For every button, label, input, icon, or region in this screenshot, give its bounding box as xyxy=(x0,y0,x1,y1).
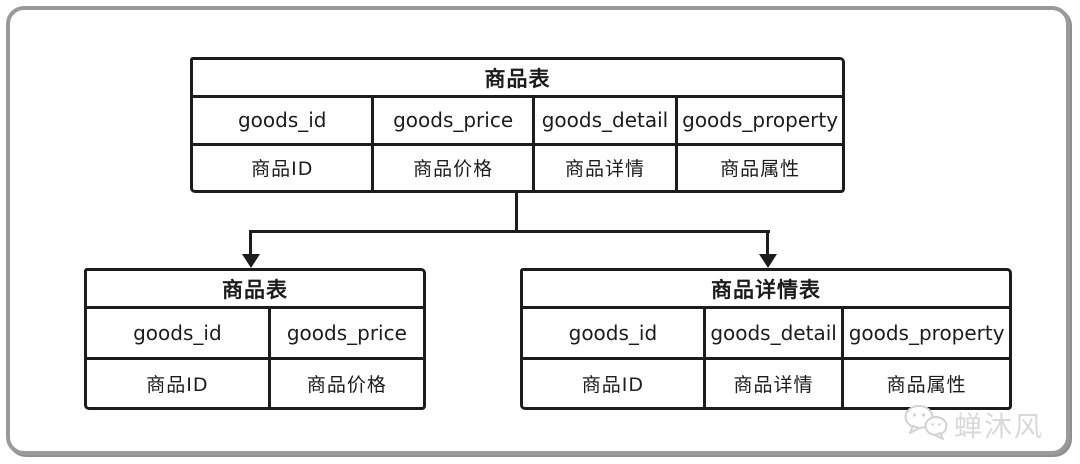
field-cell: goods_property xyxy=(841,309,1009,357)
left-goods-table: 商品表 goods_id goods_price 商品ID 商品价格 xyxy=(84,268,426,410)
label-cell: 商品详情 xyxy=(702,359,842,407)
table-label-row: 商品ID 商品详情 商品属性 xyxy=(523,356,1009,407)
label-cell: 商品ID xyxy=(146,373,209,396)
field-cell: goods_price xyxy=(371,98,531,143)
arrowhead-left-icon xyxy=(242,254,260,268)
field-cell: goods_detail xyxy=(531,98,675,143)
top-goods-table: 商品表 goods_id goods_price goods_detail go… xyxy=(190,57,845,193)
table-title: 商品表 xyxy=(87,271,423,309)
label-cell: 商品详情 xyxy=(531,145,675,190)
label-cell: 商品属性 xyxy=(675,145,842,190)
label-cell: 商品价格 xyxy=(371,145,531,190)
right-goods-detail-table: 商品详情表 goods_id goods_detail goods_proper… xyxy=(520,268,1012,410)
field-cell: goods_id xyxy=(568,320,658,345)
table-label-row: 商品ID 商品价格 xyxy=(87,356,423,407)
table-title: 商品表 xyxy=(193,60,842,98)
table-field-row: goods_id goods_price xyxy=(87,309,423,357)
table-title: 商品详情表 xyxy=(523,271,1009,309)
label-cell: 商品价格 xyxy=(267,359,423,407)
table-label-row: 商品ID 商品价格 商品详情 商品属性 xyxy=(193,142,842,190)
connector-horizontal xyxy=(249,230,770,233)
connector-vertical-main xyxy=(515,192,518,232)
table-field-row: goods_id goods_price goods_detail goods_… xyxy=(193,98,842,143)
label-cell: 商品ID xyxy=(581,373,645,396)
field-cell: goods_id xyxy=(133,320,222,345)
field-cell: goods_price xyxy=(267,309,423,357)
table-field-row: goods_id goods_detail goods_property xyxy=(523,309,1009,357)
label-cell: 商品ID xyxy=(251,158,314,181)
label-cell: 商品属性 xyxy=(841,359,1009,407)
field-cell: goods_detail xyxy=(702,309,842,357)
connector-vertical-right xyxy=(766,231,769,256)
field-cell: goods_id xyxy=(237,108,327,133)
arrowhead-right-icon xyxy=(759,254,777,268)
connector-vertical-left xyxy=(249,231,252,256)
field-cell: goods_property xyxy=(675,98,842,143)
